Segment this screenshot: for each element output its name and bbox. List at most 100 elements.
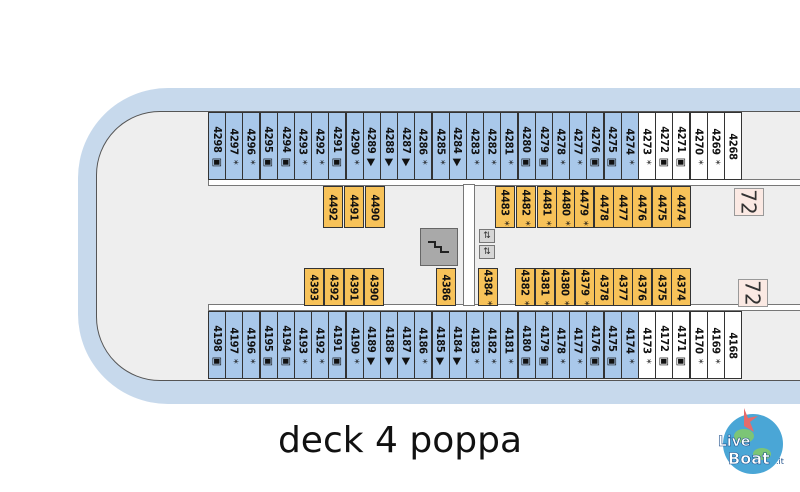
cabin-amenity-icon: * xyxy=(468,358,482,364)
cabin-amenity-icon: ▣ xyxy=(330,356,344,366)
cabin-amenity-icon: * xyxy=(296,159,310,165)
cabin-4477: 4477 xyxy=(613,186,633,228)
cabin-amenity-icon: ▣ xyxy=(606,356,620,366)
cabin-amenity-icon: * xyxy=(227,159,241,165)
cabin-number: 4386 xyxy=(439,273,453,301)
cabin-4290: 4290 * xyxy=(345,112,364,180)
cabin-amenity-icon: ▣ xyxy=(657,157,671,167)
cabin-amenity-icon: * xyxy=(498,220,512,226)
cabin-4281: 4281 * xyxy=(500,112,519,180)
cabin-number: 4171 ▣ xyxy=(674,324,688,366)
cabin-amenity-icon: ▶ xyxy=(399,357,413,365)
cabin-amenity-icon: * xyxy=(540,220,554,226)
logo-text-bottom: Boat xyxy=(728,449,770,468)
cabin-4273: 4273 * xyxy=(638,112,656,180)
cabin-number: 4298 ▣ xyxy=(210,125,224,167)
cabin-number: 4282 * xyxy=(485,127,499,165)
cabin-amenity-icon: * xyxy=(623,358,637,364)
cabin-number: 4175 ▣ xyxy=(606,324,620,366)
cabin-number: 4270 * xyxy=(692,127,706,165)
cabin-4172: 4172 ▣ xyxy=(655,311,674,379)
cabin-4189: 4189 ▶ xyxy=(362,311,381,379)
cabin-4183: 4183 * xyxy=(466,311,484,379)
cabin-4284: 4284 ▶ xyxy=(448,112,467,180)
cabin-amenity-icon: ▣ xyxy=(520,356,534,366)
corridor-top xyxy=(208,179,800,186)
cabin-amenity-icon: ▣ xyxy=(330,157,344,167)
cabin-number: 4290 * xyxy=(348,127,362,165)
cabin-number: 4197 * xyxy=(227,326,241,364)
cabin-amenity-icon: * xyxy=(227,358,241,364)
cabin-number: 4192 * xyxy=(313,326,327,364)
corridor-bottom xyxy=(208,304,800,311)
cabin-4376: 4376 xyxy=(632,268,652,306)
cabin-number: 4378 xyxy=(597,273,611,301)
cabin-4392: 4392 xyxy=(324,268,344,306)
cabin-number: 4194 ▣ xyxy=(279,324,293,366)
cabin-number: 4491 xyxy=(347,193,361,221)
cabin-4374: 4374 xyxy=(671,268,691,306)
cabin-amenity-icon: * xyxy=(577,220,591,226)
cabin-4171: 4171 ▣ xyxy=(672,311,691,379)
cabin-number: 4269 * xyxy=(709,127,723,165)
cabin-number: 4289 ▶ xyxy=(365,126,379,166)
cabin-amenity-icon: * xyxy=(554,159,568,165)
cabin-number: 4377 xyxy=(616,273,630,301)
cabin-number: 4272 ▣ xyxy=(657,125,671,167)
cabin-number: 4183 * xyxy=(468,326,482,364)
cabin-4276: 4276 ▣ xyxy=(586,112,605,180)
stairs-icon xyxy=(420,228,458,266)
cabin-number: 4173 * xyxy=(640,326,654,364)
cabin-4480: 4480 * xyxy=(556,186,576,228)
cabin-amenity-icon: ▶ xyxy=(382,158,396,166)
cabin-number: 4191 ▣ xyxy=(330,324,344,366)
cabin-4296: 4296 * xyxy=(242,112,261,180)
cabin-amenity-icon: ▶ xyxy=(365,158,379,166)
cabin-number: 4170 * xyxy=(692,326,706,364)
cabin-amenity-icon: * xyxy=(709,358,723,364)
cabin-number: 4376 xyxy=(635,273,649,301)
cabin-number: 4285 * xyxy=(434,127,448,165)
cabin-amenity-icon: ▣ xyxy=(606,157,620,167)
cabin-number: 4198 ▣ xyxy=(210,324,224,366)
cabin-amenity-icon: ▣ xyxy=(210,356,224,366)
cabin-4187: 4187 ▶ xyxy=(397,311,416,379)
cabin-amenity-icon: * xyxy=(502,159,516,165)
cabin-4192: 4192 * xyxy=(311,311,330,379)
cabin-4196: 4196 * xyxy=(242,311,261,379)
cabin-4381: 4381 * xyxy=(535,268,555,306)
cabin-4483: 4483 * xyxy=(495,186,515,228)
cabin-amenity-icon: * xyxy=(313,358,327,364)
cabin-amenity-icon: ▣ xyxy=(537,356,551,366)
cabin-4278: 4278 * xyxy=(552,112,570,180)
cabin-4283: 4283 * xyxy=(466,112,484,180)
cabin-amenity-icon: ▣ xyxy=(520,157,534,167)
cabin-4479: 4479 * xyxy=(574,186,594,228)
cabin-number: 4283 * xyxy=(468,127,482,165)
cabin-4492: 4492 xyxy=(323,186,343,228)
cabin-number: 4182 * xyxy=(485,326,499,364)
cabin-number: 4297 * xyxy=(227,127,241,165)
cabin-amenity-icon: * xyxy=(518,300,532,306)
cabin-number: 4169 * xyxy=(709,326,723,364)
cabin-4270: 4270 * xyxy=(689,112,708,180)
cabin-amenity-icon: * xyxy=(538,300,552,306)
cabin-amenity-icon: ▣ xyxy=(262,356,276,366)
cabin-4478: 4478 xyxy=(594,186,614,228)
cabin-number: 4184 ▶ xyxy=(451,325,465,365)
cabin-4292: 4292 * xyxy=(311,112,330,180)
cabin-number: 4492 xyxy=(326,193,340,221)
cabin-number: 4474 xyxy=(674,193,688,221)
cabin-number: 4476 xyxy=(635,193,649,221)
cabin-number: 4287 ▶ xyxy=(399,126,413,166)
cabin-4282: 4282 * xyxy=(483,112,502,180)
cabin-amenity-icon: * xyxy=(313,159,327,165)
cabin-4277: 4277 * xyxy=(569,112,588,180)
cabin-amenity-icon: * xyxy=(554,358,568,364)
cabin-number: 4384 * xyxy=(481,268,495,306)
cabin-number: 4172 ▣ xyxy=(657,324,671,366)
cabin-4285: 4285 * xyxy=(431,112,450,180)
cabin-amenity-icon: * xyxy=(244,159,258,165)
cabin-4174: 4174 * xyxy=(620,311,639,379)
